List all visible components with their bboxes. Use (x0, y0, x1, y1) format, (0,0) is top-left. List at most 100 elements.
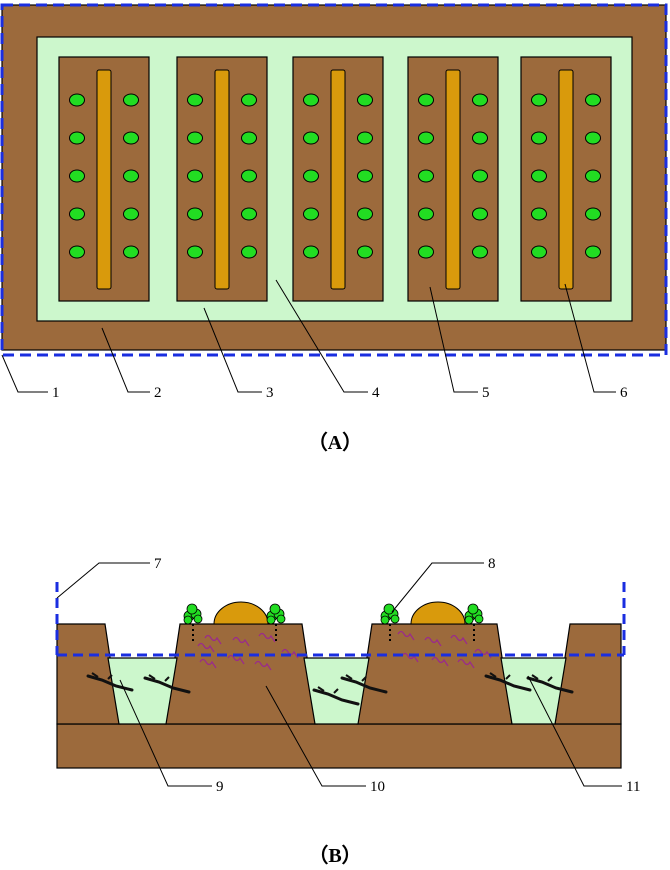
plant-dot (123, 169, 139, 183)
plant-leaf (266, 615, 276, 625)
plant-dot (357, 245, 373, 259)
branch-stem (340, 676, 388, 694)
plant-dot (418, 131, 434, 145)
plant-dot (531, 131, 547, 145)
plant-leaf (183, 615, 193, 625)
plant-dot (418, 169, 434, 183)
plant-dot (472, 93, 488, 107)
bed-5 (520, 56, 612, 302)
plant-dot (418, 245, 434, 259)
earthworm (197, 642, 215, 653)
plant-dot (303, 93, 319, 107)
callout-5: 5 (429, 286, 490, 401)
plant-leaf (467, 603, 479, 615)
drip-pipe (330, 69, 346, 290)
callout-label-8: 8 (488, 556, 496, 572)
plant-dot (303, 207, 319, 221)
plant-dot (69, 207, 85, 221)
caption-a: （A） (308, 431, 362, 454)
plant-leaf (193, 614, 203, 624)
pipe-half-1 (213, 601, 269, 625)
branch (340, 674, 388, 694)
callout-label-4: 4 (372, 385, 380, 401)
plant-cluster (380, 603, 400, 625)
plant-dot (303, 131, 319, 145)
callout-11: 11 (527, 675, 640, 795)
panel-a: 1 2 3 4 5 6 （A） (0, 3, 668, 454)
boundary-markers-b (55, 582, 626, 657)
callout-label-3: 3 (266, 385, 274, 401)
plant-cluster (266, 603, 286, 625)
plant-dot (69, 93, 85, 107)
plant-dot (303, 245, 319, 259)
branch-stem (484, 674, 532, 692)
plant-dot (241, 131, 257, 145)
plant-stems (192, 624, 475, 644)
plant-dot (303, 169, 319, 183)
earthworm (397, 630, 415, 641)
plant-leaf (380, 615, 390, 625)
branch (484, 672, 532, 692)
earthworm (401, 652, 419, 663)
branch-twig (91, 672, 99, 678)
plant-dot (585, 169, 601, 183)
plant-dot (241, 169, 257, 183)
drip-pipe (445, 69, 461, 290)
soil-base-layer (56, 723, 622, 769)
earthworm (227, 654, 245, 665)
plants (183, 603, 484, 625)
earthworm (450, 634, 468, 645)
plant-dot (69, 169, 85, 183)
branch (526, 674, 574, 694)
earthworm (457, 658, 475, 669)
plant-dot (531, 93, 547, 107)
callout-10: 10 (265, 685, 385, 795)
plant-dot (472, 207, 488, 221)
planting-beds (58, 56, 612, 302)
ditch-1-water (107, 657, 178, 725)
branch-twig (345, 674, 353, 680)
plant-dot (187, 245, 203, 259)
callout-label-9: 9 (216, 779, 224, 795)
plant-dot (357, 169, 373, 183)
plant-dot (123, 207, 139, 221)
plant-cluster (464, 603, 484, 625)
earthworm (431, 656, 449, 667)
plant-leaf (464, 615, 474, 625)
callouts-b: 7 8 9 10 11 (56, 556, 640, 795)
plant-dot (585, 131, 601, 145)
callout-label-11: 11 (626, 779, 640, 795)
branch-stem (526, 676, 574, 694)
earthworm (199, 658, 217, 669)
plant-dot (241, 207, 257, 221)
plant-dot (472, 131, 488, 145)
plant-dot (531, 207, 547, 221)
panel-b: 7 8 9 10 11 （B） (55, 556, 640, 867)
bed-3 (292, 56, 384, 302)
branch-twig (107, 674, 113, 680)
earthworm (424, 636, 442, 647)
plant-dot (472, 169, 488, 183)
ditch-3-water (500, 657, 567, 725)
callout-9: 9 (119, 679, 224, 795)
pipe-half-2 (410, 601, 466, 625)
plant-dot (585, 207, 601, 221)
plant-cluster (183, 603, 203, 625)
drip-pipe (96, 69, 112, 290)
plant-dot (123, 131, 139, 145)
callouts-a: 1 2 3 4 5 6 (1, 279, 628, 401)
ridge-2 (356, 623, 513, 725)
plant-dot (418, 207, 434, 221)
plant-dot (585, 93, 601, 107)
plant-dot (187, 169, 203, 183)
branch-twig (489, 672, 497, 678)
plant-dot (531, 169, 547, 183)
callout-label-1: 1 (52, 385, 60, 401)
plant-leaf (186, 603, 198, 615)
plant-dot (123, 93, 139, 107)
branch-twig (547, 676, 553, 682)
branch-twig (361, 676, 367, 682)
callout-label-6: 6 (620, 385, 628, 401)
plant-dot (357, 93, 373, 107)
